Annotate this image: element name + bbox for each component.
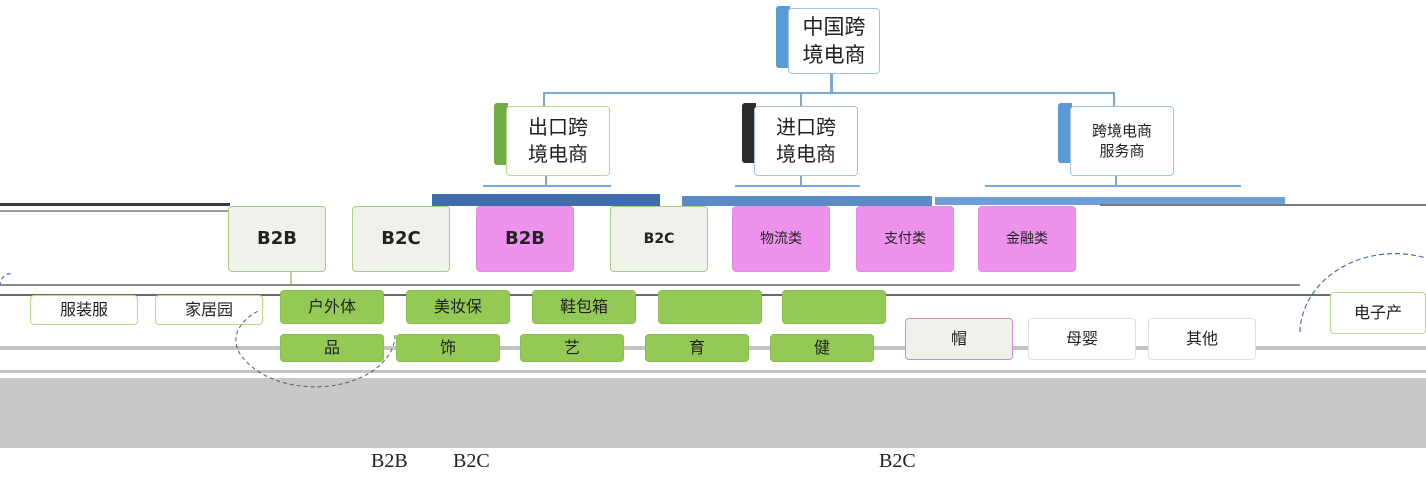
- connector: [800, 92, 802, 106]
- root-connector: [830, 74, 833, 94]
- logistics-node: 物流类: [732, 206, 830, 272]
- category-item: [782, 290, 886, 324]
- band: [0, 210, 230, 212]
- connector: [985, 185, 1241, 187]
- clothing-category: 服装服: [30, 295, 138, 325]
- service-provider-node: 跨境电商 服务商: [1070, 106, 1174, 176]
- health-category: 健: [770, 334, 874, 362]
- category-item: [658, 290, 762, 324]
- b2c-import-node: B2C: [610, 206, 708, 272]
- connector: [290, 272, 292, 286]
- import-accent: [742, 103, 756, 163]
- connector: [483, 185, 611, 187]
- band: [0, 203, 230, 206]
- b2b-export-node: B2B: [228, 206, 326, 272]
- maternity-category: 母婴: [1028, 318, 1136, 360]
- band: [0, 370, 1426, 373]
- caption-b2c-import: B2C: [879, 450, 916, 472]
- beauty-care-category-2: 饰: [396, 334, 500, 362]
- others-category: 其他: [1148, 318, 1256, 360]
- band: [935, 197, 1285, 205]
- bags-luggage-category-2: 艺: [520, 334, 624, 362]
- band: [1100, 204, 1426, 206]
- hats-category: 帽: [905, 318, 1013, 360]
- gray-block: [0, 378, 1426, 448]
- service-accent: [1058, 103, 1072, 163]
- outdoor-sports-category: 户外体: [280, 290, 384, 324]
- level1-bus: [543, 92, 1115, 94]
- bags-luggage-category: 鞋包箱: [532, 290, 636, 324]
- export-accent: [494, 103, 508, 165]
- root-accent: [776, 6, 790, 68]
- connector: [545, 176, 547, 186]
- dashed-arc: [0, 273, 13, 287]
- band: [682, 196, 932, 206]
- b2b-import-node: B2B: [476, 206, 574, 272]
- connector: [800, 176, 802, 186]
- b2c-export-node: B2C: [352, 206, 450, 272]
- connector: [1115, 176, 1117, 186]
- payment-node: 支付类: [856, 206, 954, 272]
- band: [0, 284, 1300, 286]
- caption-b2b: B2B: [371, 450, 408, 472]
- dashed-arc: [1299, 253, 1426, 333]
- electronics-category: 电子产: [1330, 292, 1426, 334]
- beauty-care-category: 美妆保: [406, 290, 510, 324]
- connector: [735, 185, 860, 187]
- outdoor-sports-category-2: 品: [280, 334, 384, 362]
- caption-b2c: B2C: [453, 450, 490, 472]
- connector: [543, 92, 545, 106]
- import-ecommerce-node: 进口跨 境电商: [754, 106, 858, 176]
- root-node-label: 中国跨 境电商: [788, 8, 880, 74]
- connector: [1113, 92, 1115, 106]
- finance-node: 金融类: [978, 206, 1076, 272]
- export-ecommerce-node: 出口跨 境电商: [506, 106, 610, 176]
- education-category: 育: [645, 334, 749, 362]
- dashed-arc: [235, 309, 396, 388]
- band: [432, 194, 660, 206]
